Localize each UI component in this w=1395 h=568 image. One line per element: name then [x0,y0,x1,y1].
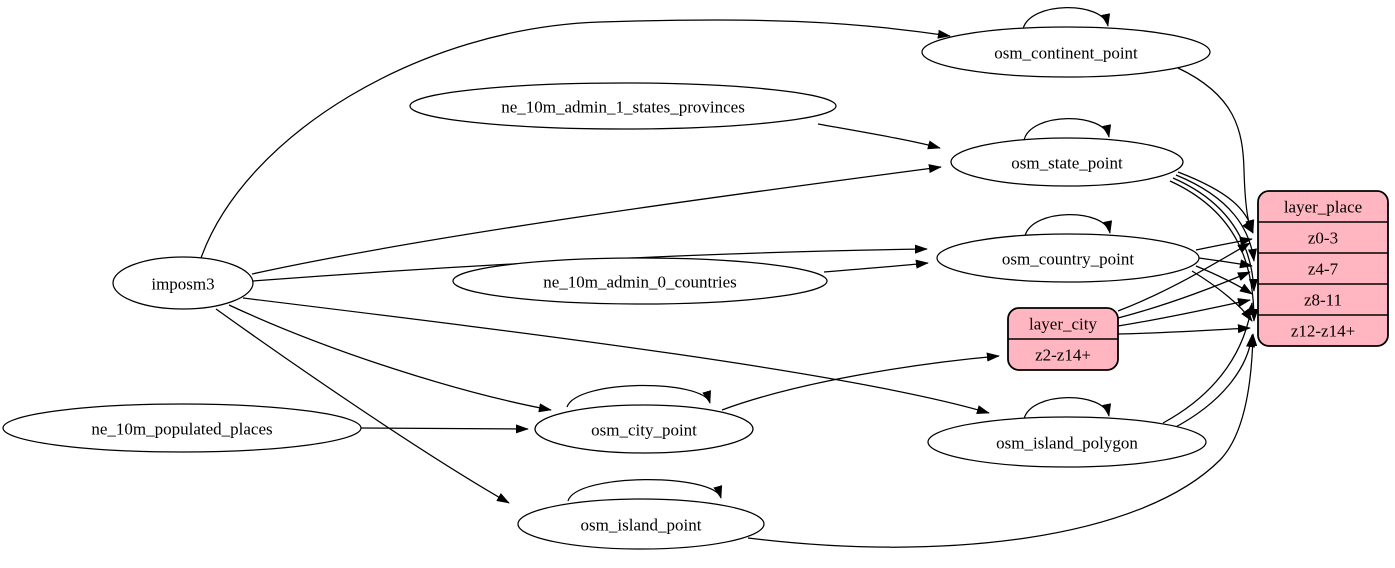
osm_island_point-ellipse [517,498,765,550]
osm_state_point-ellipse [950,137,1184,187]
self-loop-osm_island_point [567,479,723,502]
node-layer_place: layer_place z0-3 z4-7 z8-11 z12-z14+ [1257,190,1389,347]
edge-ne_10m_admin_1_states_provinces-osm_state_point [817,123,941,150]
imposm3-ellipse [112,256,254,310]
osm_city_point-ellipse [534,404,754,454]
layer_place-row-0: z0-3 [1308,229,1338,248]
osm_country_point-ellipse [936,233,1200,283]
node-ne_10m_populated_places: ne_10m_populated_places [2,403,362,453]
edge-ne_10m_populated_places-osm_city_point [360,424,529,434]
edge-imposm3-osm_city_point [228,304,552,413]
edge-osm_island_polygon-layer_place-z12-z14 [1171,334,1256,430]
edge-imposm3-osm_island_point [215,308,510,504]
node-layer_city: layer_city z2-z14+ [1007,307,1119,371]
edge-layer_city-layer_place-z12-z14 [1117,324,1251,335]
node-ne_10m_admin_1_states_provinces: ne_10m_admin_1_states_provinces [409,82,837,130]
edge-osm_state_point-layer_place-z4-7 [1175,174,1257,262]
ne_10m_admin_0_countries-label: ne_10m_admin_0_countries [543,273,737,292]
ne_10m_populated_places-ellipse [2,403,362,453]
edge-imposm3-osm_state_point [251,164,942,275]
edge-osm_state_point-layer_place-z8-11 [1172,177,1258,292]
osm_continent_point-label: osm_continent_point [994,44,1138,63]
ne_10m_admin_1_states_provinces-label: ne_10m_admin_1_states_provinces [501,98,745,117]
layer_place-title: layer_place [1284,198,1362,217]
node-osm_island_polygon: osm_island_polygon [927,416,1207,468]
node-imposm3: imposm3 [112,256,254,310]
node-osm_country_point: osm_country_point [936,233,1200,283]
osm_country_point-label: osm_country_point [1002,250,1134,269]
self-loop-osm_city_point [566,384,711,408]
ne_10m_admin_1_states_provinces-ellipse [409,82,837,130]
layer_place-row-1: z4-7 [1308,260,1339,279]
edge-osm_country_point-layer_place-z12-z14 [1191,270,1253,322]
node-osm_state_point: osm_state_point [950,137,1184,187]
edge-layer_city-layer_place-z4-7 [1117,271,1251,319]
osm_city_point-label: osm_city_point [591,421,697,440]
ne_10m_populated_places-label: ne_10m_populated_places [91,420,272,439]
edge-layer_city-layer_place-z0-3 [1117,242,1251,312]
edge-layer_city-layer_place-z8-11 [1117,298,1251,327]
edge-imposm3-osm_continent_point [200,19,951,259]
osm_island_polygon-label: osm_island_polygon [996,434,1138,453]
edge-osm_country_point-layer_place-z8-11 [1195,265,1253,295]
edge-ne_10m_admin_0_countries-osm_country_point [823,259,929,273]
self-loop-osm_continent_point [1022,7,1111,30]
osm_island_point-label: osm_island_point [581,516,702,535]
layer_place-rect [1257,190,1389,347]
node-ne_10m_admin_0_countries: ne_10m_admin_0_countries [452,257,828,305]
layer_city-row-0: z2-z14+ [1035,346,1091,365]
edge-osm_country_point-layer_place-z4-7 [1198,257,1253,269]
layer_place-row-2: z8-11 [1304,291,1342,310]
imposm3-label: imposm3 [151,275,214,294]
edge-osm_state_point-layer_place-z0-3 [1177,171,1255,233]
osm_state_point-label: osm_state_point [1011,154,1123,173]
ne_10m_admin_0_countries-ellipse [452,257,828,305]
layer_city-title: layer_city [1029,315,1097,334]
node-osm_city_point: osm_city_point [534,404,754,454]
self-loop-osm_country_point [1024,214,1113,237]
node-osm_continent_point: osm_continent_point [921,26,1211,78]
node-osm_island_point: osm_island_point [517,498,765,550]
layer_place-row-3: z12-z14+ [1291,322,1355,341]
edge-osm_island_polygon-layer_place-z8-11 [1162,302,1255,424]
edge-osm_continent_point-layer_place-z0-3 [1177,67,1254,234]
self-loop-osm_state_point [1023,118,1112,141]
self-loop-osm_island_polygon [1023,397,1112,420]
edge-osm_country_point-layer_place-z0-3 [1195,236,1253,251]
edge-imposm3-osm_island_polygon [242,297,990,414]
edge-osm_city_point-layer_city [721,352,1000,411]
osm_island_polygon-ellipse [927,416,1207,468]
edge-osm_island_point-layer_place-z12-z14 [747,333,1258,548]
osm_continent_point-ellipse [921,26,1211,78]
